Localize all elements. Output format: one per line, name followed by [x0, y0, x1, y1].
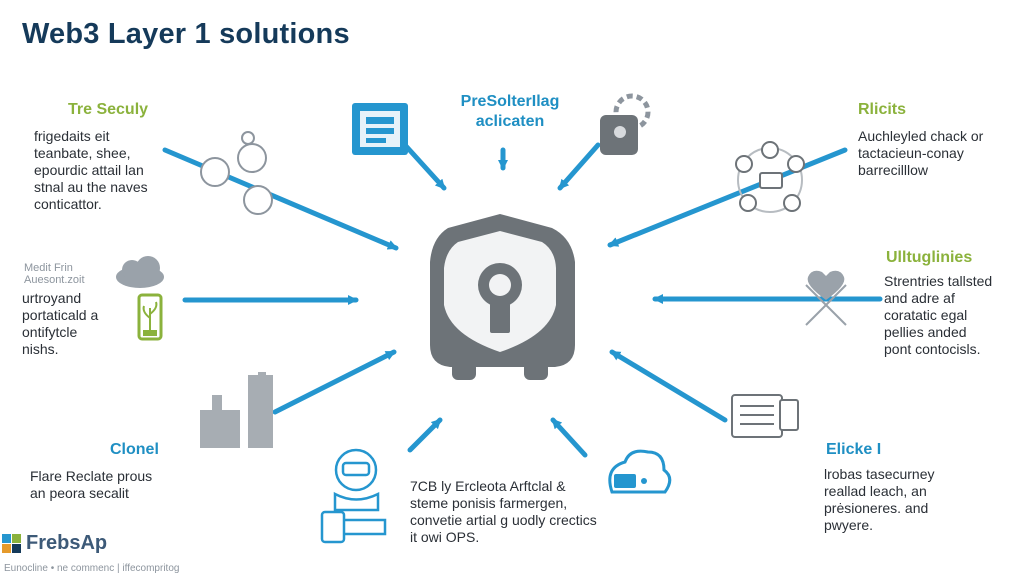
cloud-device-icon [608, 449, 672, 494]
gear-icon [600, 93, 651, 155]
center-label-line1: PreSolterIlag [460, 93, 560, 110]
mid-right-heading: Ulltuglinies [886, 249, 973, 266]
network-icon [735, 141, 805, 213]
bottom-center-body: 7CB ly Ercleota Arftclal & steme ponisis… [410, 478, 597, 545]
factory-icon [200, 372, 273, 448]
robot-icon [320, 448, 387, 544]
plant-icon [137, 293, 163, 341]
document-icon [731, 394, 799, 438]
footer-brand: FrebsAp [26, 532, 108, 554]
mid-left-body: urtroyand portaticald a ontifytcle nishs… [22, 290, 99, 357]
bottom-left-body: Flare Reclate prous an peora secalit [30, 468, 153, 501]
top-right-body: Auchleyled chack or tactacieun-conay bar… [858, 128, 984, 178]
arrow-bottom-center-inner [550, 417, 588, 458]
arrow-bottom-left-inner [407, 417, 443, 453]
center-label-line2: aclicaten [475, 113, 545, 130]
arrow-bottom-left [272, 349, 397, 415]
arrow-top-right [607, 147, 848, 248]
window-icon [352, 103, 408, 155]
globe-icon [200, 131, 273, 215]
arrow-top-left [162, 147, 399, 251]
mid-right-body: Strentries tallsted and adre af coratati… [884, 273, 993, 357]
top-left-body: frigedaits eit teanbate, shee, epourdic … [34, 128, 148, 212]
footer-tagline: Eunocline • ne commenc | iffecompritog [4, 563, 180, 574]
arrow-top-left-inner [402, 142, 447, 191]
page-title: Web3 Layer 1 solutions [22, 18, 350, 50]
top-left-heading: Tre Seculy [68, 101, 149, 118]
bottom-right-heading: Elicke I [826, 441, 882, 458]
brand-logo-icon [2, 534, 21, 553]
bottom-left-heading: Clonel [110, 441, 159, 458]
mid-left-small-text: Medit Frin Auesont.zoit [24, 262, 85, 286]
top-right-heading: Rlicits [858, 101, 907, 118]
center-label: PreSolterIlag aclicaten [405, 92, 615, 132]
cloud-icon [116, 256, 164, 288]
arrow-bottom-right [609, 349, 728, 423]
heart-icon [805, 270, 847, 326]
shield-lock-icon [430, 214, 575, 380]
arrow-top-right-inner [557, 142, 601, 191]
bottom-right-body: lrobas tasecurney reallad leach, an prės… [824, 466, 935, 533]
